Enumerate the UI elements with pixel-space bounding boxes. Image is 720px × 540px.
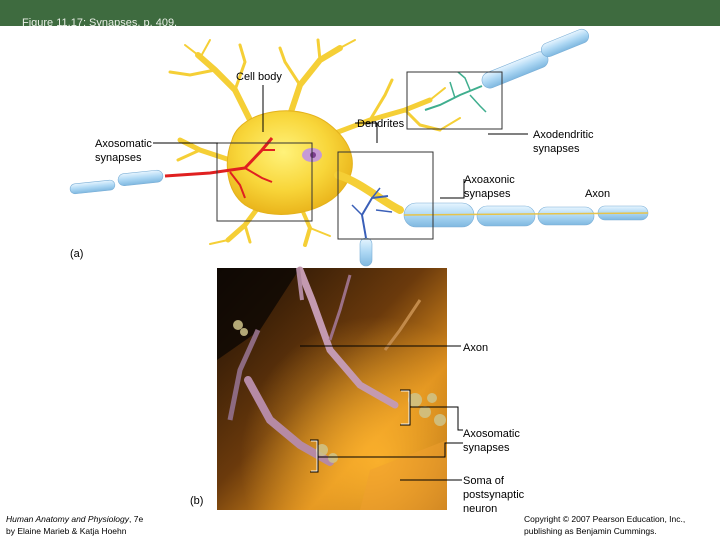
presynaptic-axon-left [69,137,275,199]
presynaptic-axon-topright [424,28,589,113]
figure-title: Figure 11.17: Synapses, p. 409. [22,17,178,26]
panel-a-tag: (a) [70,248,84,260]
label-axosomatic-a-line1: Axosomatic [95,138,152,150]
label-axodendritic-line1: Axodendritic [533,129,594,141]
label-axoaxonic-line2: synapses [464,188,511,200]
label-axon-b: Axon [463,342,489,354]
micrograph [217,266,447,510]
nucleolus [310,152,316,158]
axon-core [403,212,649,216]
label-axosomatic-synapses-a: Axosomatic synapses [95,137,152,165]
copyright-line1: Copyright © 2007 Pearson Education, Inc.… [524,514,686,524]
panel-b-tag: (b) [190,495,204,507]
leader-lines-b [300,345,463,481]
label-dendrites: Dendrites [357,118,405,130]
label-axosomatic-b-line2: synapses [463,442,510,454]
book-authors: by Elaine Marieb & Katja Hoehn [6,526,127,536]
detail-boxes [216,71,503,240]
label-axoaxonic-synapses: Axoaxonic synapses [464,173,515,201]
leader-lines-a [153,85,528,199]
label-soma-postsynaptic: Soma of postsynaptic neuron [463,474,524,516]
presynaptic-axon-bottom [351,187,393,267]
axon-hillock [334,171,404,214]
book-credit: Human Anatomy and Physiology, 7e by Elai… [6,513,143,537]
label-axosomatic-b-line1: Axosomatic [463,428,520,440]
label-soma-line1: Soma of [463,475,504,487]
label-axoaxonic-line1: Axoaxonic [464,174,515,186]
label-axosomatic-a-line2: synapses [95,152,142,164]
book-title-line: Human Anatomy and Physiology, 7e [6,513,143,525]
label-cell-body: Cell body [236,71,282,83]
label-axon-a: Axon [585,188,611,200]
neuron-dendrites [168,38,461,247]
book-title: Human Anatomy and Physiology [6,514,130,524]
copyright-notice: Copyright © 2007 Pearson Education, Inc.… [524,513,685,537]
label-soma-line3: neuron [463,503,498,515]
copyright-line2: publishing as Benjamin Cummings. [524,526,657,536]
label-soma-line2: postsynaptic [463,489,525,501]
label-axodendritic-synapses: Axodendritic synapses [533,128,594,156]
cell-body [226,110,353,215]
title-bar: Figure 11.17: Synapses, p. 409. [0,0,720,26]
book-edition: , 7e [129,514,144,524]
label-axodendritic-line2: synapses [533,143,580,155]
label-axosomatic-synapses-b: Axosomatic synapses [463,427,520,455]
